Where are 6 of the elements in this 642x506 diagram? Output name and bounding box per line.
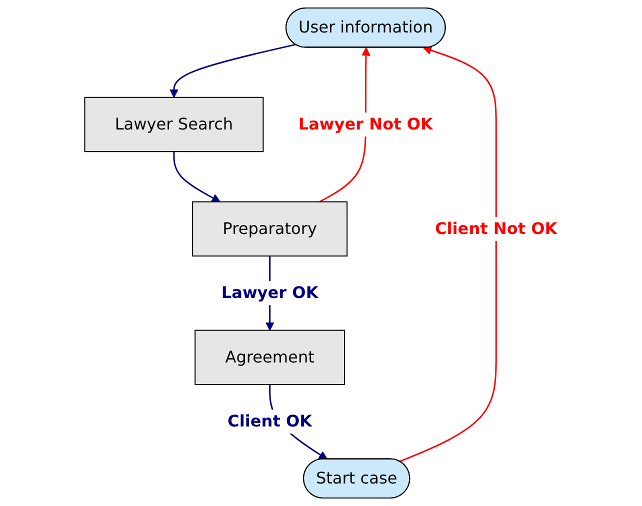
node-box: Lawyer Search — [84, 96, 264, 152]
node-box: Agreement — [194, 330, 346, 386]
node-box: Preparatory — [192, 201, 348, 257]
arrow — [399, 46, 497, 462]
arrow — [170, 44, 296, 98]
arrow — [173, 152, 220, 202]
